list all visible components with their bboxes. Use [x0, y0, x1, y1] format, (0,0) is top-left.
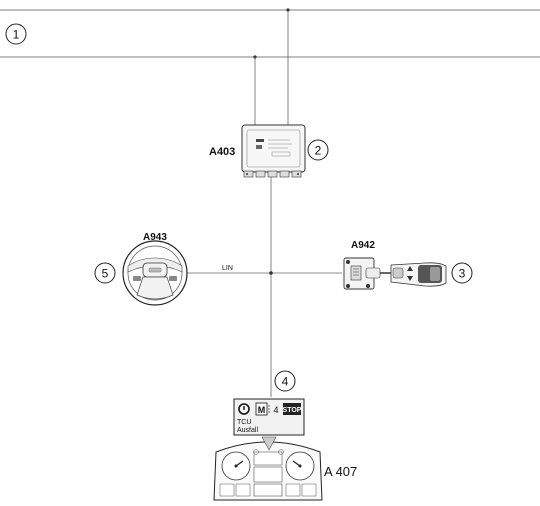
- callout-3: 3: [451, 262, 473, 284]
- display-line-1: TCU: [237, 419, 251, 426]
- gear-mode-text: M: [258, 405, 266, 415]
- instrument-cluster: [213, 436, 323, 501]
- gear-number-text: 4: [273, 405, 278, 415]
- lin-label: LIN: [222, 265, 233, 272]
- callout-1: 1: [5, 23, 27, 45]
- gear-icon: [238, 403, 250, 415]
- stalk-switch: [343, 257, 447, 290]
- display-line-2: Ausfall: [237, 427, 258, 434]
- cluster-label: A 407: [324, 464, 357, 479]
- callout-number: 3: [459, 267, 466, 281]
- callout-4: 4: [274, 370, 296, 392]
- stop-warning-text: STOP: [283, 407, 302, 414]
- display-panel: M 4 STOP TCU Ausfall: [233, 398, 305, 436]
- stalk-switch-label: A942: [351, 240, 375, 251]
- lin-junction-dot: [269, 271, 273, 275]
- callout-number: 2: [315, 144, 322, 158]
- steering-wheel: [122, 240, 188, 306]
- callout-2: 2: [307, 139, 329, 161]
- callout-5: 5: [94, 262, 116, 284]
- steering-wheel-label: A943: [143, 232, 167, 243]
- callout-number: 5: [102, 267, 109, 281]
- callout-number: 1: [13, 28, 20, 42]
- ecu-label: A403: [209, 146, 235, 158]
- ecu-module: [241, 124, 306, 178]
- callout-number: 4: [282, 375, 289, 389]
